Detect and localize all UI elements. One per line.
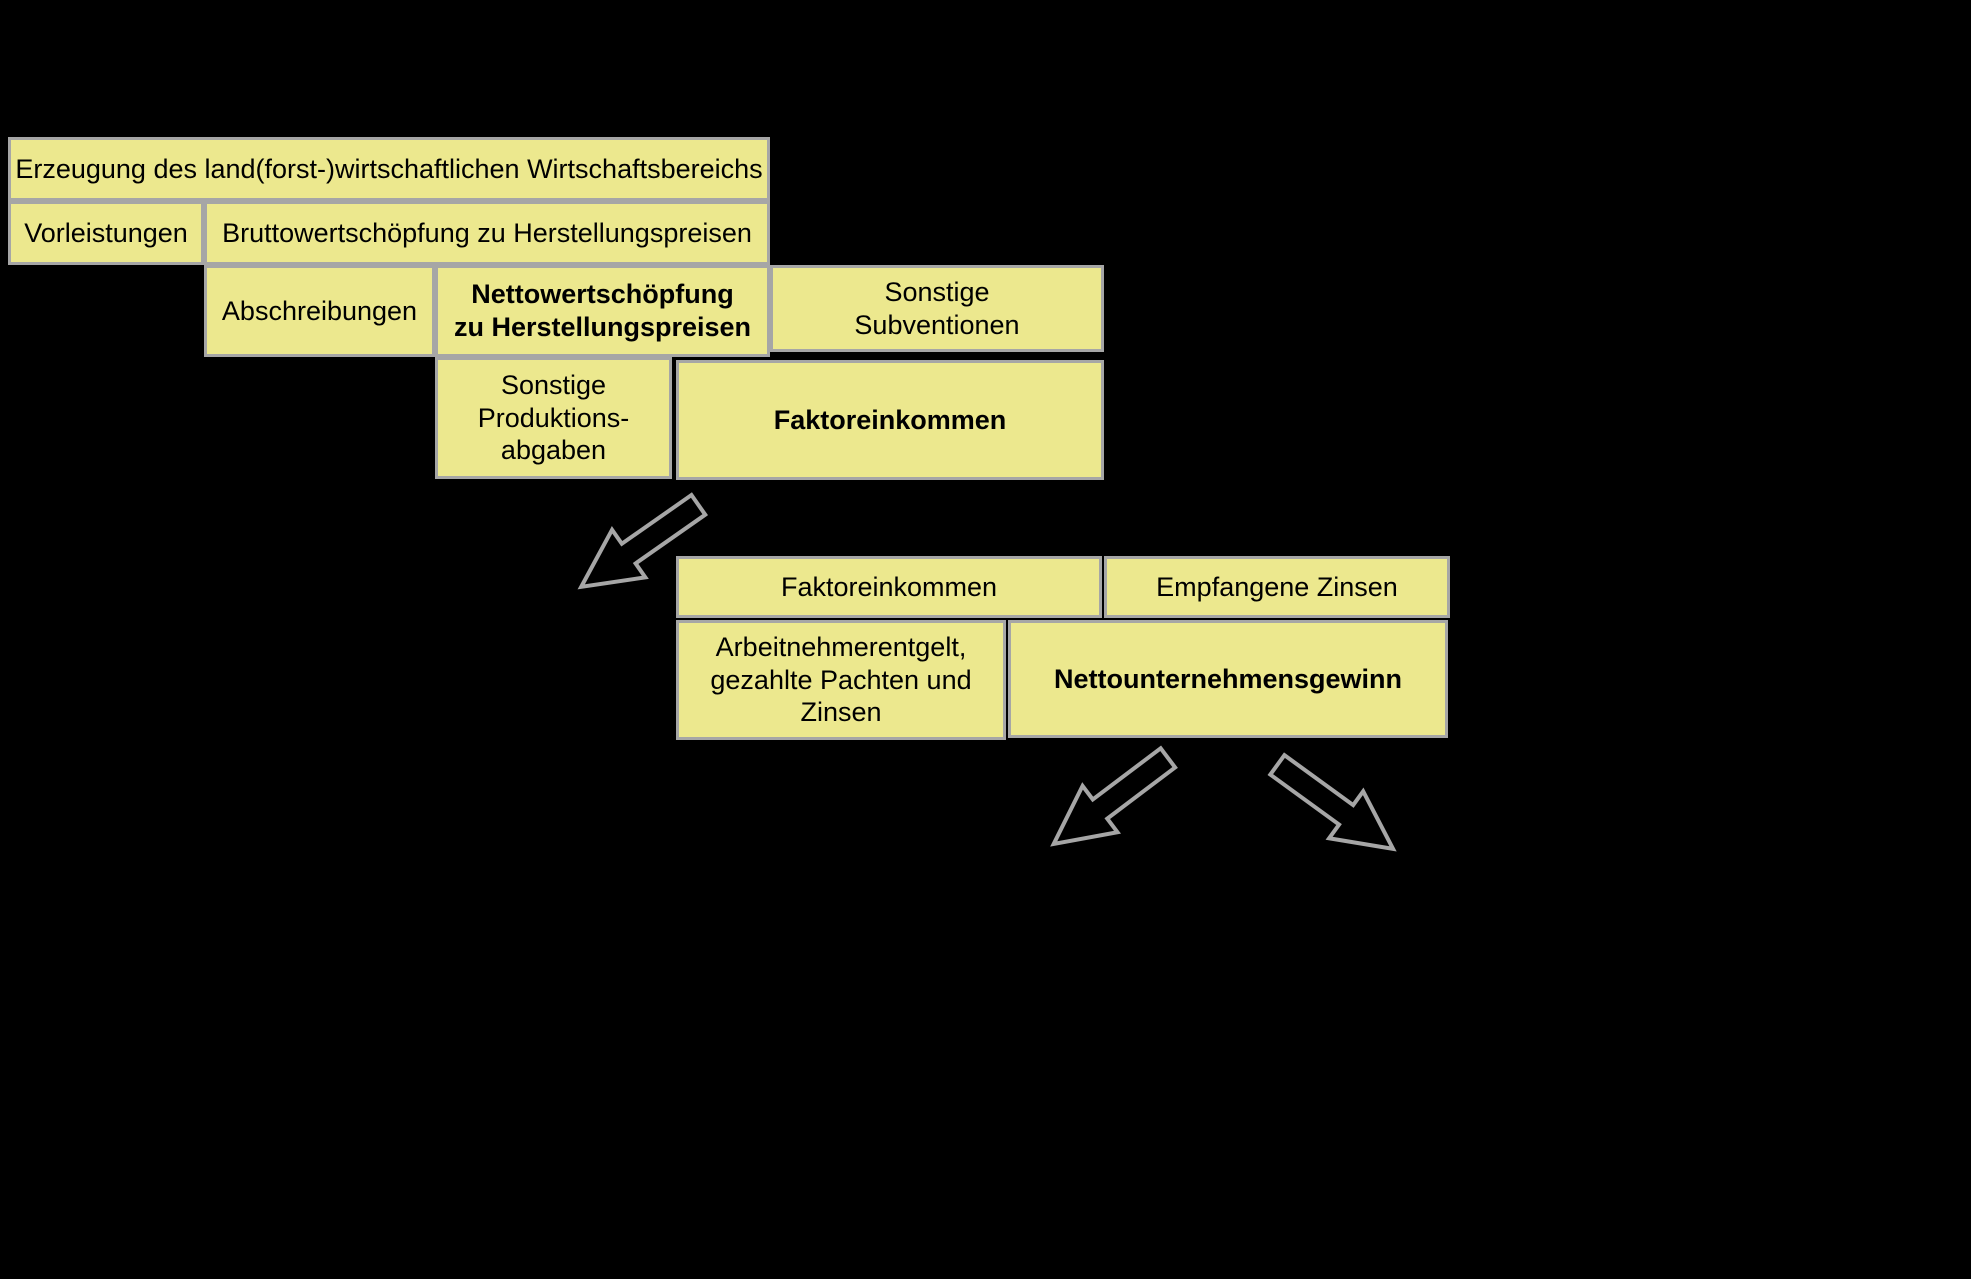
arrow-down-right-icon (1267, 752, 1397, 852)
box-sonstige-produktionsabgaben: Sonstige Produktions- abgaben (435, 357, 672, 479)
box-nettowertschoepfung: Nettowertschöpfung zu Herstellungspreise… (435, 265, 770, 357)
box-label: Sonstige Subventionen (854, 276, 1020, 340)
box-label: Bruttowertschöpfung zu Herstellungspreis… (222, 217, 752, 248)
box-label: Sonstige Produktions- abgaben (477, 369, 630, 466)
box-label: Nettounternehmensgewinn (1053, 663, 1403, 694)
box-nettounternehmensgewinn: Nettounternehmensgewinn (1008, 620, 1448, 738)
box-label: Faktoreinkommen (773, 404, 1007, 435)
box-label: Arbeitnehmerentgelt, gezahlte Pachten un… (710, 631, 972, 728)
box-vorleistungen: Vorleistungen (8, 201, 204, 265)
box-label: Nettowertschöpfung zu Herstellungspreise… (453, 279, 752, 342)
box-label: Faktoreinkommen (780, 571, 998, 602)
arrow-down-left-icon (577, 492, 709, 590)
arrow-down-left-icon (1050, 745, 1178, 847)
box-arbeitnehmerentgelt: Arbeitnehmerentgelt, gezahlte Pachten un… (676, 620, 1006, 740)
box-abschreibungen: Abschreibungen (204, 265, 435, 357)
box-bruttowertschoepfung: Bruttowertschöpfung zu Herstellungspreis… (204, 201, 770, 265)
box-label: Erzeugung des land(forst-)wirtschaftlich… (15, 153, 763, 184)
box-erzeugung: Erzeugung des land(forst-)wirtschaftlich… (8, 137, 770, 201)
box-faktoreinkommen-bottom: Faktoreinkommen (676, 556, 1102, 618)
box-label: Empfangene Zinsen (1156, 571, 1398, 602)
box-faktoreinkommen-top: Faktoreinkommen (676, 360, 1104, 480)
box-label: Abschreibungen (221, 295, 418, 326)
box-label: Vorleistungen (24, 217, 188, 248)
box-sonstige-subventionen: Sonstige Subventionen (770, 265, 1104, 352)
box-empfangene-zinsen: Empfangene Zinsen (1104, 556, 1450, 618)
